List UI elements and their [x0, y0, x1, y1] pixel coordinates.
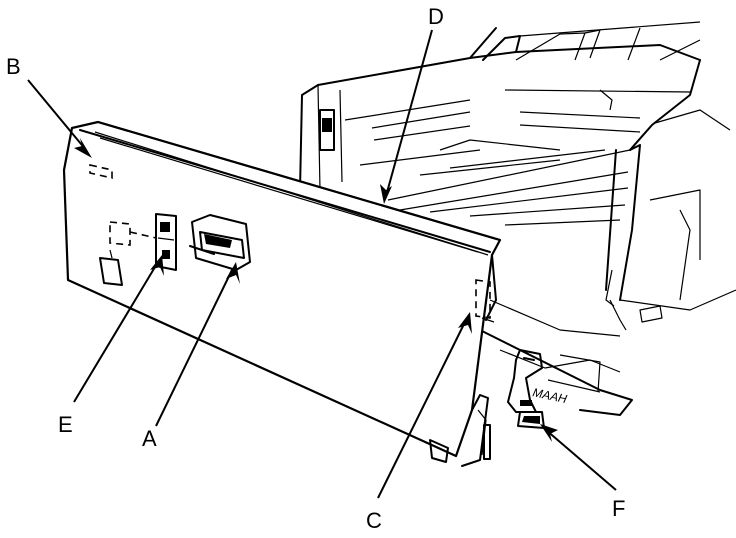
callout-label-e: E	[58, 412, 73, 437]
arrow-c	[458, 312, 472, 334]
lock-assembly	[99, 213, 177, 286]
tailgate-handle	[189, 214, 251, 271]
callout-label-f: F	[612, 496, 625, 521]
arrow-d	[380, 184, 392, 204]
arrow-a	[226, 262, 240, 284]
arrow-b	[74, 138, 92, 158]
callout-label-c: C	[366, 508, 382, 533]
callout-label-b: B	[6, 54, 21, 79]
callout-label-a: A	[142, 426, 157, 451]
tailgate-panel	[62, 120, 502, 467]
callout-label-d: D	[428, 4, 444, 29]
leader-lines	[27, 29, 617, 499]
svg-text:MAAH: MAAH	[531, 385, 568, 406]
arrow-e	[150, 255, 164, 276]
arrow-f	[540, 424, 558, 442]
